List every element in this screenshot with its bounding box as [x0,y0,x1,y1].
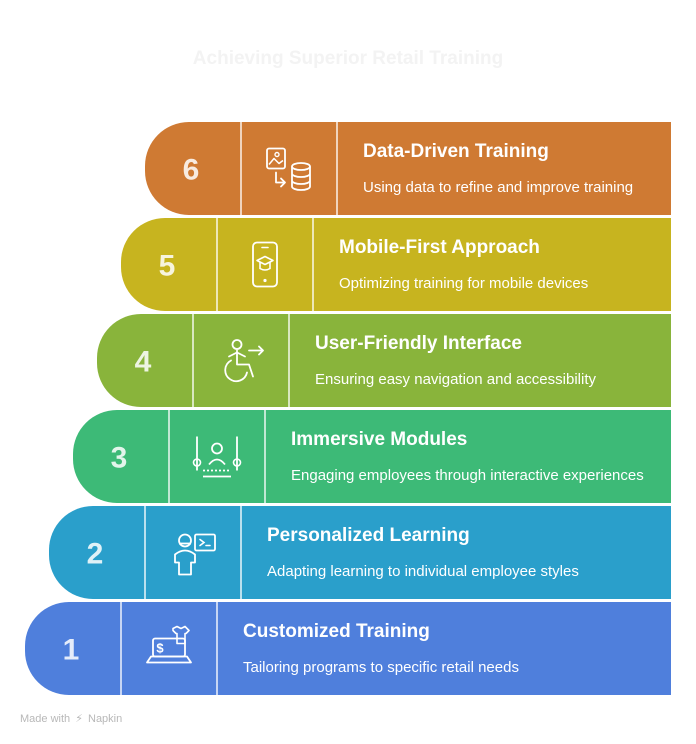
diagram-title: Achieving Superior Retail Training [192,48,504,69]
step-bar [97,314,671,407]
step-bar [73,410,671,503]
footer: Made with ⚡ Napkin [20,712,122,725]
person-presentation-icon [174,533,216,576]
step-bar [49,506,671,599]
step-description: Using data to refine and improve trainin… [363,179,633,196]
step-number: 6 [183,154,200,187]
step-description: Optimizing training for mobile devices [339,275,588,292]
step-heading: User-Friendly Interface [315,333,522,354]
step-number: 5 [159,250,176,283]
step-heading: Immersive Modules [291,429,467,450]
svg-text:$: $ [156,641,164,656]
step-description: Tailoring programs to specific retail ne… [243,659,519,676]
step-description: Engaging employees through interactive e… [291,467,644,484]
step-number: 2 [87,538,104,571]
napkin-logo-icon: ⚡ [75,713,83,725]
step-number: 3 [111,442,128,475]
step-bar [121,218,671,311]
footer-brand: Napkin [88,713,123,725]
mobile-education-icon [252,241,278,288]
step-heading: Data-Driven Training [363,141,549,162]
laptop-shirt-price-icon: $ [146,625,192,664]
step-number: 1 [63,634,80,667]
interactive-stage-icon [192,436,242,478]
step-description: Adapting learning to individual employee… [267,563,579,580]
footer-prefix: Made with [20,713,71,725]
step-bar [25,602,671,695]
step-heading: Personalized Learning [267,525,470,546]
accessibility-icon [224,339,264,383]
step-description: Ensuring easy navigation and accessibili… [315,371,596,388]
step-number: 4 [135,346,152,379]
step-bar [145,122,671,215]
image-to-database-icon [266,147,311,191]
step-heading: Customized Training [243,621,430,642]
step-heading: Mobile-First Approach [339,237,540,258]
